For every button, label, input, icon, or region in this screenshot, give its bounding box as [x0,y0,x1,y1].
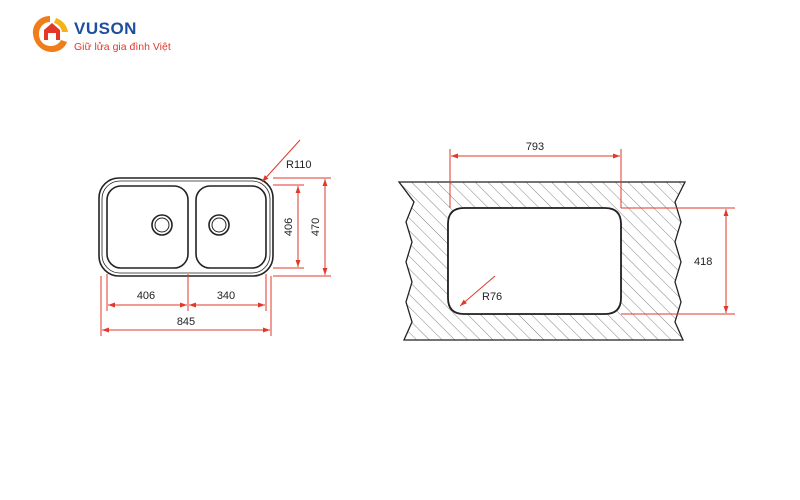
sink-cutout-opening [447,207,622,315]
left-bowl [106,185,189,269]
right-drain-icon [208,214,230,236]
outer-height-label: 470 [310,218,322,236]
left-drain-icon [151,214,173,236]
right-bowl-width-label: 340 [217,290,235,302]
sink-inner-rim [101,180,271,274]
sink-outer-rim [98,177,274,277]
countertop-cutout-view [397,181,687,341]
right-bowl [195,185,267,269]
cutout-width-label: 793 [526,141,544,153]
sink-top-view [98,177,274,277]
cutout-dimension-labels: 793 418 R76 [482,141,712,303]
vuson-logo-icon [32,16,68,52]
left-bowl-width-label: 406 [137,290,155,302]
brand-name: VUSON [74,19,137,38]
sink-dimension-labels: R110 406 470 406 340 845 [137,159,322,328]
inner-height-label: 406 [283,218,295,236]
sink-dimensions [100,139,331,336]
cutout-dimensions [449,149,735,315]
radius-label: R110 [286,159,311,171]
corner-radius-label: R76 [482,291,502,303]
corner-radius-leader-line [459,275,496,307]
brand-logo: VUSON Giữ lửa gia đình Việt [28,12,228,62]
cutout-height-label: 418 [694,256,712,268]
brand-tagline: Giữ lửa gia đình Việt [74,41,171,53]
radius-leader-line [261,139,301,183]
overall-width-label: 845 [177,316,195,328]
